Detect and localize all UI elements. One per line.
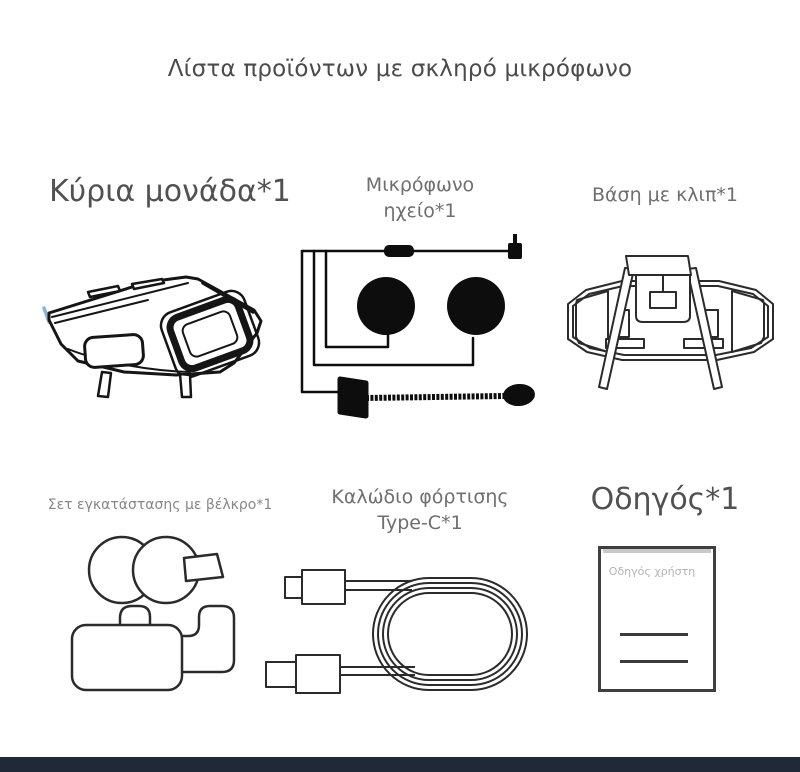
page-title: Λίστα προϊόντων με σκληρό μικρόφωνο [167, 56, 633, 82]
label-speaker-mic-line2: ηχείο*1 [383, 200, 457, 222]
label-guide: Οδηγός*1 [590, 482, 740, 517]
label-clip-mount: Βάση με κλιπ*1 [592, 184, 738, 206]
label-speaker-mic-line1: Μικρόφωνο [365, 174, 475, 196]
booklet-cover-line [620, 633, 688, 636]
bottom-section-edge [0, 757, 800, 772]
label-charging-cable-line1: Καλώδιο φόρτισης [331, 486, 509, 508]
label-velcro-kit: Σετ εγκατάστασης με βέλκρο*1 [47, 497, 273, 513]
label-charging-cable-line2: Type-C*1 [377, 512, 463, 534]
velcro-pads-icon [70, 535, 236, 692]
charging-cable-illustration [260, 540, 540, 720]
user-guide-booklet: Οδηγός χρήστη [598, 546, 716, 692]
booklet-cover-line [620, 660, 688, 663]
booklet-cover-title: Οδηγός χρήστη [608, 565, 696, 578]
intercom-device-icon [42, 275, 263, 399]
label-main-unit: Κύρια μονάδα*1 [49, 174, 291, 209]
label-speaker-mic: Μικρόφωνο ηχείο*1 [320, 172, 520, 224]
clip-mount-illustration [562, 242, 778, 398]
usb-cable-icon [265, 569, 528, 694]
speakers-icon [300, 234, 535, 419]
label-charging-cable: Καλώδιο φόρτισης Type-C*1 [320, 484, 520, 536]
clip-base-icon [567, 255, 774, 390]
main-unit-illustration [28, 250, 272, 414]
speaker-mic-illustration [292, 232, 548, 428]
velcro-kit-illustration [60, 530, 280, 710]
booklet-spine [603, 549, 711, 553]
